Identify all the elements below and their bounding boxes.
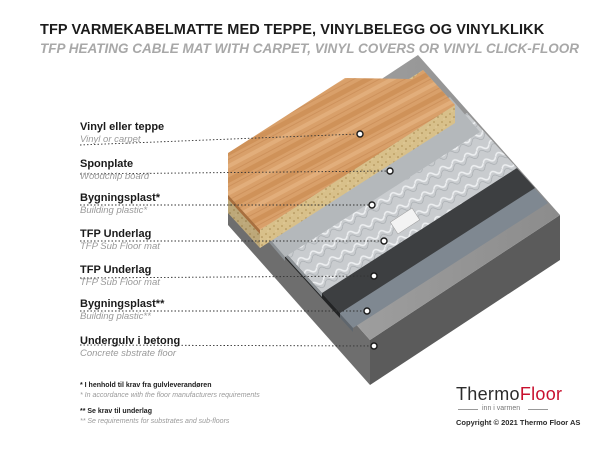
footnote-1-english: * In accordance with the floor manufactu… xyxy=(80,392,260,399)
marker-bygningsplast-2 xyxy=(363,307,371,315)
tfp-sub-floor-mat-foil-layer xyxy=(272,113,517,293)
layer-label-bygningsplast-1: Bygningsplast* Building plastic* xyxy=(80,192,160,217)
logo-text-floor: Floor xyxy=(519,384,563,404)
layer-name: Bygningsplast* xyxy=(80,192,161,204)
layer-name: TFP Underlag xyxy=(80,264,152,276)
layer-name-english: Building plastic* xyxy=(80,205,148,216)
layer-label-vinyl: Vinyl eller teppe Vinyl or carpet xyxy=(80,121,164,146)
leader-line-vinyl xyxy=(79,133,359,146)
marker-tfp-underlag-2 xyxy=(370,272,378,280)
marker-vinyl xyxy=(356,130,364,138)
concrete-slab-right xyxy=(370,215,560,385)
woodchip-board-front xyxy=(228,195,260,248)
footnote-2-english: ** Se requirements for substrates and su… xyxy=(80,418,230,425)
marker-undergulv xyxy=(370,342,378,350)
footnote-1: * I henhold til krav fra gulvleverandøre… xyxy=(80,382,212,389)
logo-tagline: inn i varmen xyxy=(482,405,521,412)
layer-name: TFP Underlag xyxy=(80,228,152,240)
tagline-divider-right xyxy=(528,409,548,410)
logo-text-thermo: Thermo xyxy=(456,384,520,404)
leader-line-sponplate xyxy=(79,170,389,175)
product-label-on-mat xyxy=(389,207,421,235)
copyright-notice: Copyright © 2021 Thermo Floor AS xyxy=(456,418,581,427)
thermofloor-logo: ThermoFloor xyxy=(456,384,562,405)
vinyl-floor-front-edge xyxy=(228,195,260,234)
page-title: TFP VARMEKABELMATTE MED TEPPE, VINYLBELE… xyxy=(40,22,545,38)
layer-name-english: Vinyl or carpet xyxy=(80,134,141,145)
woodchip-board-right xyxy=(260,105,455,248)
marker-bygningsplast-1 xyxy=(368,201,376,209)
footnote-2: ** Se krav til underlag xyxy=(80,408,152,415)
layer-name-english: TFP Sub Floor mat xyxy=(80,277,160,288)
layer-name: Vinyl eller teppe xyxy=(80,121,165,133)
layer-label-sponplate: Sponplate Woodchip board xyxy=(80,158,149,183)
marker-tfp-underlag-1 xyxy=(380,237,388,245)
layer-name-english: Woodchip board xyxy=(80,171,150,182)
layer-name: Sponplate xyxy=(80,158,134,170)
woodchip-board-front-shade xyxy=(228,195,260,248)
layer-name: Undergulv i betong xyxy=(80,335,181,347)
vinyl-floor-top xyxy=(228,70,455,230)
layer-label-tfp-underlag-1: TFP Underlag TFP Sub Floor mat xyxy=(80,228,160,253)
page-subtitle: TFP HEATING CABLE MAT WITH CARPET, VINYL… xyxy=(40,41,579,56)
layer-name-english: Concrete sbstrate floor xyxy=(80,348,177,359)
layer-label-undergulv: Undergulv i betong Concrete sbstrate flo… xyxy=(80,335,180,360)
layer-label-bygningsplast-2: Bygningsplast** Building plastic** xyxy=(80,298,164,323)
layer-name: Bygningsplast** xyxy=(80,298,165,310)
layer-name-english: TFP Sub Floor mat xyxy=(80,241,160,252)
tagline-divider-left xyxy=(458,409,478,410)
layer-name-english: Building plastic** xyxy=(80,311,151,322)
layer-label-tfp-underlag-2: TFP Underlag TFP Sub Floor mat xyxy=(80,264,160,289)
marker-sponplate xyxy=(386,167,394,175)
